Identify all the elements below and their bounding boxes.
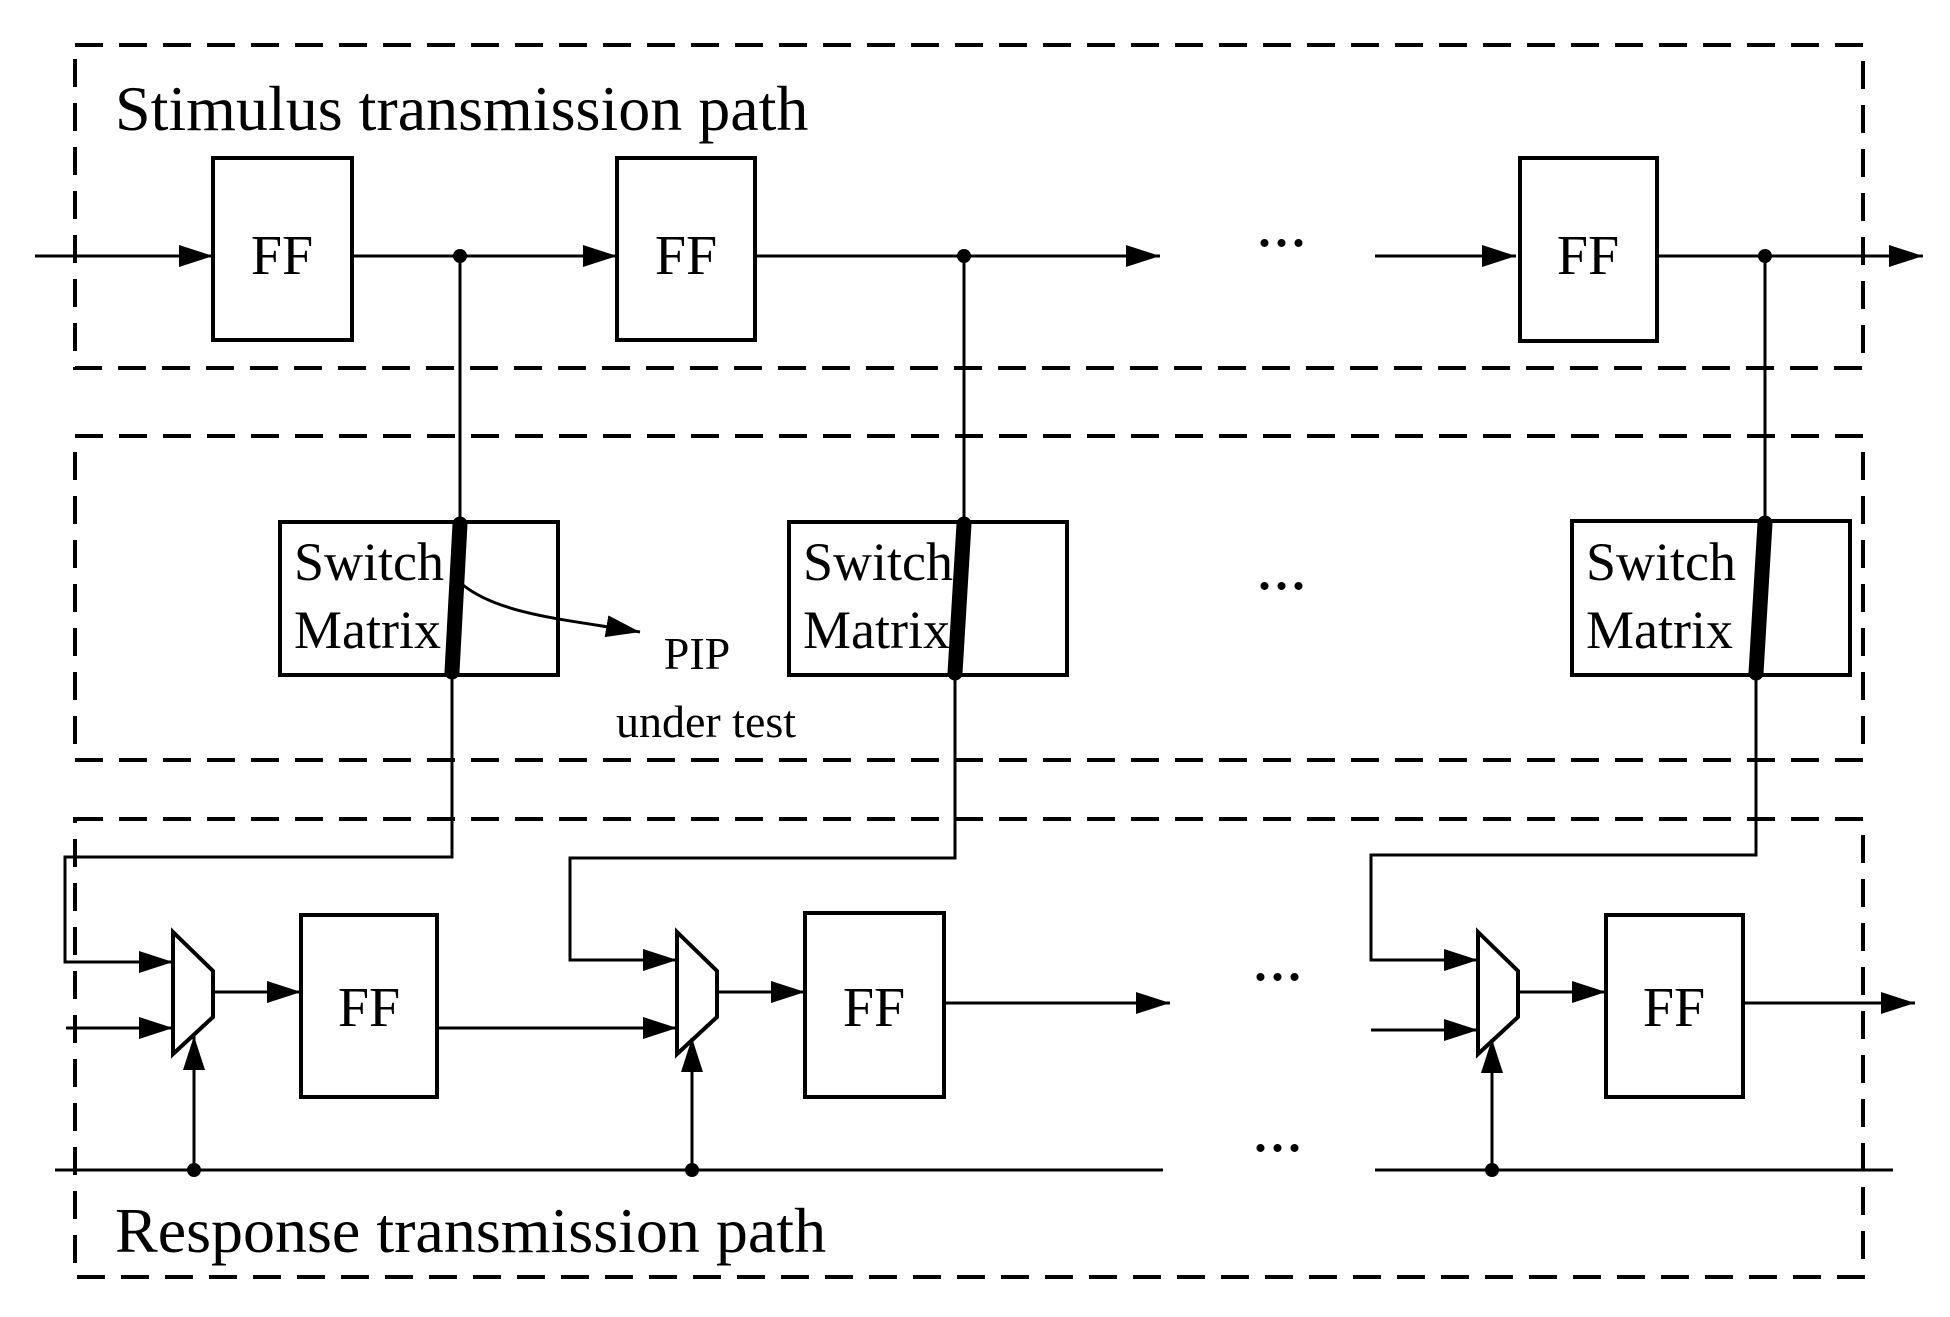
ellipsis-switch-row: ... — [1256, 528, 1307, 604]
pip-annotation-arrow — [462, 583, 641, 638]
response-ff2-box — [803, 911, 946, 1099]
response-path-box — [73, 817, 1865, 1279]
stimulus-ff3-label: FF — [1557, 225, 1619, 287]
response-ff1-box — [299, 913, 439, 1099]
stimulus-ff2-label: FF — [655, 225, 717, 287]
pip-line-1 — [444, 516, 468, 680]
switch-matrix-1-label-line2: Matrix — [294, 600, 441, 660]
switch-matrix-row-box — [73, 434, 1865, 762]
ellipsis-response-bus: ... — [1252, 1090, 1303, 1166]
stimulus-path-title: Stimulus transmission path — [115, 73, 808, 144]
mux-3 — [1476, 927, 1520, 1059]
pip-annotation-line1: PIP — [664, 628, 730, 679]
pip-line-2 — [947, 516, 972, 681]
switch-matrix-1-box — [278, 520, 560, 677]
response-path-title: Response transmission path — [115, 1195, 826, 1266]
response-ff1-label: FF — [338, 977, 400, 1039]
switch-matrix-2-label-line2: Matrix — [803, 600, 950, 660]
switch-matrix-3-label-line2: Matrix — [1586, 600, 1733, 660]
stimulus-ff3-box — [1518, 156, 1659, 343]
switch-matrix-region: Switch Matrix Switch Matrix Switch Matri… — [73, 256, 1865, 762]
pip-line-3 — [1748, 515, 1773, 681]
response-path-region: Response transmission path FF FF FF — [55, 817, 1915, 1279]
mux-2 — [675, 927, 719, 1059]
switch-matrix-2-label-line1: Switch — [803, 532, 953, 592]
stimulus-ff1-label: FF — [251, 225, 313, 287]
switch-matrix-3-box — [1570, 519, 1852, 677]
stimulus-ff2-box — [615, 156, 757, 342]
stimulus-ff1-box — [211, 156, 354, 342]
switch-matrix-1-label-line1: Switch — [294, 532, 444, 592]
pip-annotation-line2: under test — [616, 696, 796, 747]
response-ff3-box — [1604, 913, 1745, 1099]
bus-junction-dot-1 — [187, 1163, 201, 1177]
response-feed-wire-3 — [1369, 675, 1758, 971]
mux-1 — [171, 927, 215, 1059]
response-feed-wire-2 — [568, 675, 957, 971]
response-ff2-label: FF — [843, 977, 905, 1039]
stimulus-path-box — [73, 43, 1865, 370]
bus-junction-dot-2 — [685, 1163, 699, 1177]
response-feed-wire-1 — [63, 674, 454, 973]
bus-junction-dot-3 — [1485, 1163, 1499, 1177]
ellipsis-stimulus: ... — [1256, 185, 1307, 261]
switch-matrix-2-box — [787, 520, 1069, 677]
matrix-to-response-wires — [63, 674, 1758, 973]
ellipsis-response-signal: ... — [1252, 919, 1303, 995]
stimulus-path-region: Stimulus transmission path FF FF FF ... — [35, 43, 1923, 370]
switch-matrix-3-label-line1: Switch — [1586, 532, 1736, 592]
response-ff3-label: FF — [1643, 977, 1705, 1039]
